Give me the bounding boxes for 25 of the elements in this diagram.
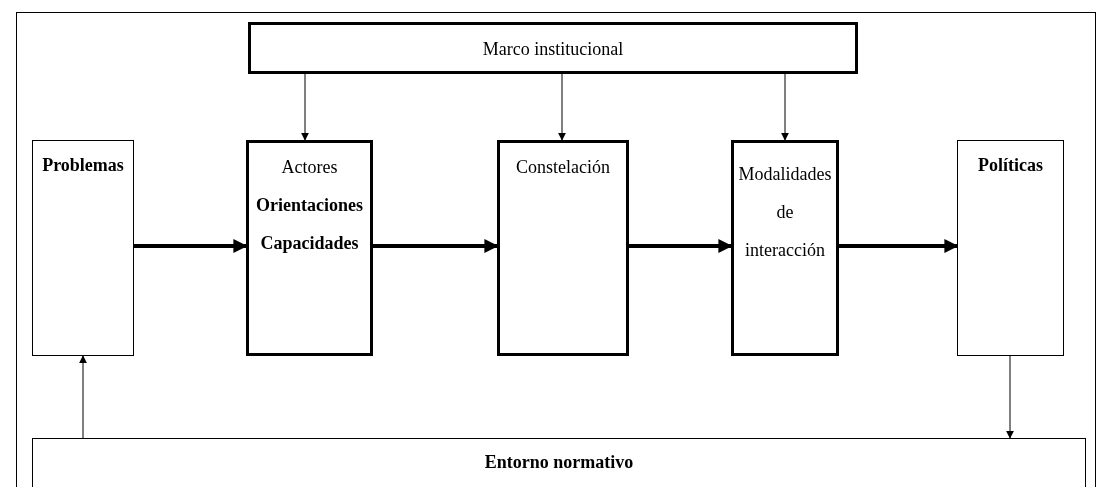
arrow [781, 73, 789, 141]
text-box [246, 140, 373, 356]
text-box [957, 140, 1064, 356]
text-box [497, 140, 629, 356]
box-label: Entorno normativo [483, 451, 635, 474]
text-box [248, 22, 858, 74]
arrow [1006, 355, 1014, 439]
text-box [731, 140, 839, 356]
arrow [79, 355, 87, 439]
box-item: Orientaciones [255, 194, 364, 217]
box-label: Problemas [41, 154, 125, 177]
box-label: Modalidades de interacción [737, 163, 833, 262]
box-item: Capacidades [259, 232, 360, 255]
text-box [32, 140, 134, 356]
arrow [839, 239, 959, 253]
arrow [558, 73, 566, 141]
box-title: Actores [280, 156, 339, 179]
box-label: Marco institucional [481, 38, 625, 61]
text-box [32, 438, 1086, 487]
box-label: Políticas [977, 154, 1044, 177]
arrow [373, 239, 499, 253]
arrow [629, 239, 733, 253]
arrow [134, 239, 248, 253]
arrow [301, 73, 309, 141]
box-label: Constelación [515, 156, 611, 179]
